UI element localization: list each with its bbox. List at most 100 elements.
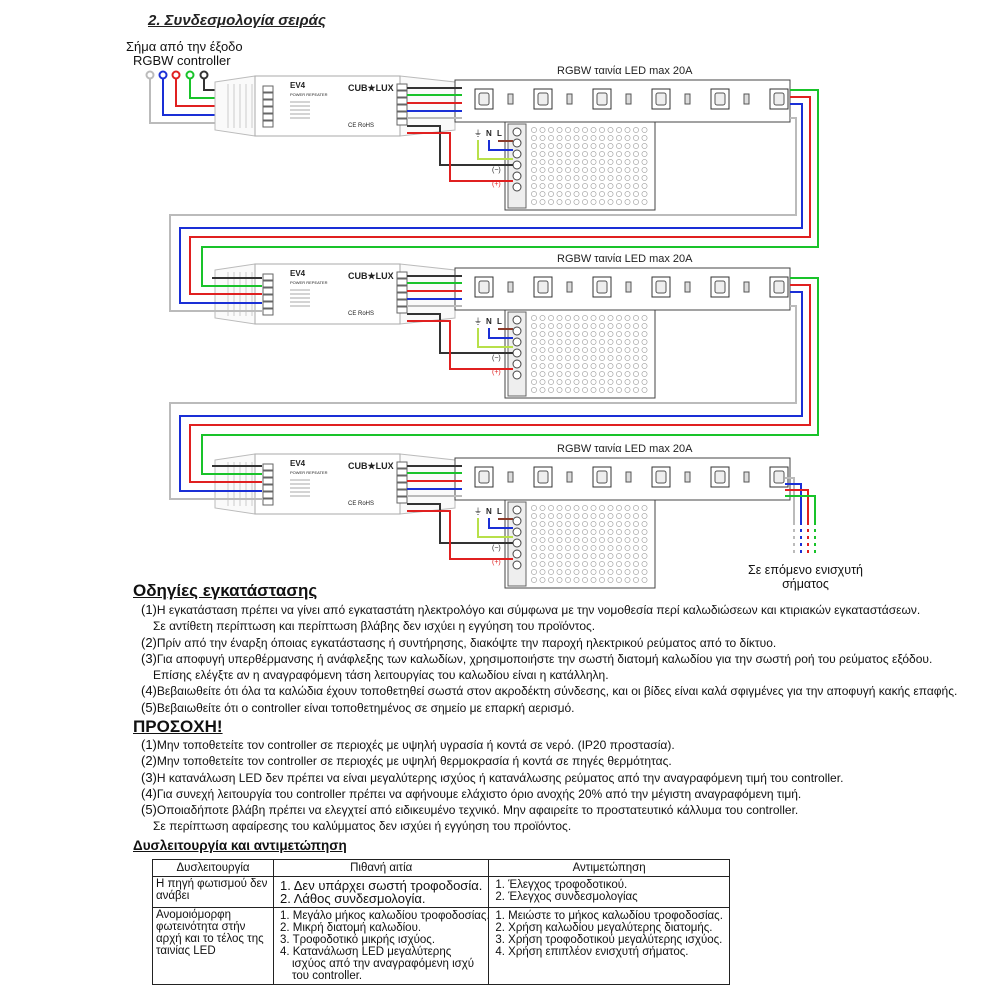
vent-hole <box>548 127 554 133</box>
diagram-label: (−) <box>492 545 501 552</box>
vent-hole <box>582 127 588 133</box>
vent-hole <box>641 545 648 551</box>
vent-hole <box>607 569 614 575</box>
vent-hole <box>582 135 588 141</box>
resistor <box>684 281 691 293</box>
vent-hole <box>624 545 631 551</box>
vent-hole <box>573 151 580 157</box>
item-text: Βεβαιωθείτε ότι όλα τα καλώδια έχουν τοπ… <box>156 684 958 699</box>
led-chip <box>773 470 785 484</box>
vent-hole <box>556 521 563 527</box>
vent-hole <box>556 167 563 173</box>
diagram-label: POWER REPEATER <box>290 470 328 475</box>
vent-hole <box>582 331 588 337</box>
vent-hole <box>582 167 588 173</box>
diagram-label: L <box>497 317 502 326</box>
vent-hole <box>616 505 622 511</box>
diagram-label: L <box>497 507 502 516</box>
diagram-label: (−) <box>492 167 501 174</box>
vent-hole <box>539 347 546 353</box>
vent-hole <box>633 159 639 165</box>
column-header: Πιθανή αιτία <box>272 859 490 877</box>
vent-hole <box>633 545 639 551</box>
diagram-label: (+) <box>492 369 501 376</box>
vent-hole <box>599 323 605 329</box>
vent-hole <box>548 355 554 361</box>
terminal <box>262 113 274 121</box>
vent-hole <box>531 561 537 567</box>
vent-hole <box>573 355 580 361</box>
vent-hole <box>590 159 597 165</box>
vent-hole <box>624 569 631 575</box>
vent-hole <box>556 315 563 321</box>
vent-hole <box>607 135 614 141</box>
vent-hole <box>607 143 614 149</box>
vent-hole <box>531 537 537 543</box>
vent-hole <box>616 191 622 197</box>
screw-icon <box>512 337 522 347</box>
vent-hole <box>633 127 639 133</box>
led-chip <box>478 280 490 294</box>
vent-hole <box>556 339 563 345</box>
item-text: Μην τοποθετείτε τον controller σε περιοχ… <box>156 738 675 752</box>
wire <box>785 477 795 556</box>
vent-hole <box>582 323 588 329</box>
vent-hole <box>624 191 631 197</box>
vent-hole <box>539 387 546 393</box>
vent-hole <box>607 561 614 567</box>
vent-hole <box>548 183 554 189</box>
vent-hole <box>556 577 563 583</box>
wire <box>407 313 513 354</box>
vent-hole <box>548 315 554 321</box>
vent-hole <box>539 561 546 567</box>
wire <box>201 89 819 287</box>
led-strip <box>454 457 791 501</box>
vent-hole <box>641 387 648 393</box>
vent-hole <box>633 175 639 181</box>
resistor <box>684 93 691 105</box>
vent-hole <box>607 513 614 519</box>
vent-hole <box>641 513 648 519</box>
resistor <box>684 471 691 483</box>
vent-hole <box>556 561 563 567</box>
diagram-label: CUB★LUX <box>348 83 394 93</box>
led-chip <box>773 280 785 294</box>
vent-hole <box>531 577 537 583</box>
vent-hole <box>633 577 639 583</box>
led-chip <box>655 92 667 106</box>
vent-hole <box>607 387 614 393</box>
vent-hole <box>616 323 622 329</box>
vent-hole <box>573 127 580 133</box>
vent-hole <box>607 151 614 157</box>
vent-hole <box>573 199 580 205</box>
signal-source-label: Σήμα από την έξοδο RGBW controller <box>126 40 243 68</box>
wire <box>488 328 513 339</box>
vent-hole <box>565 363 571 369</box>
vent-hole <box>565 545 571 551</box>
vent-hole <box>582 561 588 567</box>
vent-hole <box>624 379 631 385</box>
vent-hole <box>599 127 605 133</box>
led-strip <box>454 267 791 311</box>
vent-hole <box>590 347 597 353</box>
vent-hole <box>582 199 588 205</box>
wire <box>407 132 513 182</box>
vent-hole <box>539 513 546 519</box>
item-number: (5) <box>141 802 157 818</box>
vent-hole <box>599 379 605 385</box>
wire <box>189 284 811 483</box>
vent-hole <box>633 521 639 527</box>
vent-hole <box>556 323 563 329</box>
diagram-label: POWER REPEATER <box>290 280 328 285</box>
vent-hole <box>548 143 554 149</box>
vent-hole <box>624 347 631 353</box>
screw-icon <box>512 505 522 515</box>
terminal <box>396 489 408 497</box>
vent-hole <box>548 529 554 535</box>
vent-hole <box>633 553 639 559</box>
wire <box>477 518 513 538</box>
vent-hole <box>531 315 537 321</box>
terminal <box>262 99 274 107</box>
vent-hole <box>641 371 648 377</box>
